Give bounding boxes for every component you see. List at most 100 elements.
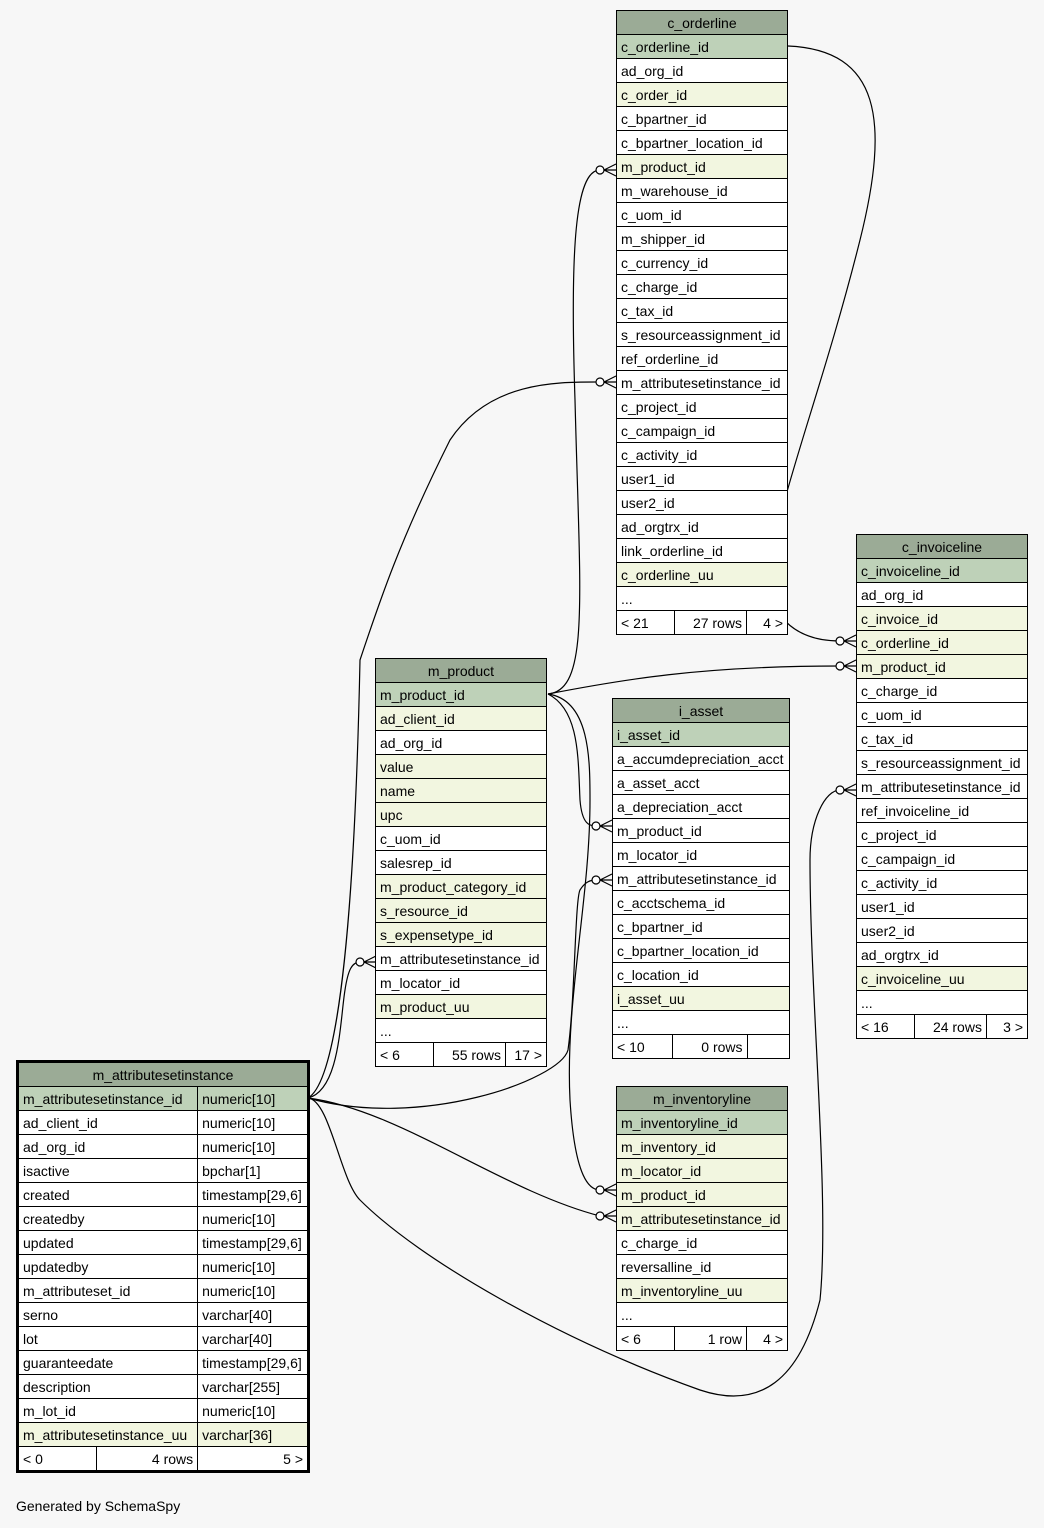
column-row[interactable]: m_product_uu <box>375 994 547 1019</box>
column-row[interactable]: c_charge_id <box>856 678 1028 703</box>
column-row[interactable]: ... <box>612 1010 790 1035</box>
column-row[interactable]: c_uom_id <box>856 702 1028 727</box>
column-row[interactable]: c_activity_id <box>616 442 788 467</box>
column-row[interactable]: ad_orgtrx_id <box>616 514 788 539</box>
column-row[interactable]: m_locator_id <box>612 842 790 867</box>
column-row[interactable]: m_inventoryline_uu <box>616 1278 788 1303</box>
column-row[interactable]: m_locator_id <box>616 1158 788 1183</box>
parents-link[interactable]: < 16 <box>855 1014 916 1039</box>
column-row[interactable]: c_tax_id <box>616 298 788 323</box>
column-row[interactable]: c_tax_id <box>856 726 1028 751</box>
column-row[interactable]: m_inventory_id <box>616 1134 788 1159</box>
children-link[interactable]: 3 > <box>985 1014 1029 1039</box>
parents-link[interactable]: < 6 <box>374 1042 435 1067</box>
column-row[interactable]: c_acctschema_id <box>612 890 790 915</box>
column-row[interactable]: ad_org_id <box>616 58 788 83</box>
column-row[interactable]: c_invoice_id <box>856 606 1028 631</box>
column-row[interactable]: ad_org_id <box>856 582 1028 607</box>
column-row[interactable]: m_product_id <box>616 154 788 179</box>
column-row[interactable]: c_orderline_uu <box>616 562 788 587</box>
column-row[interactable]: a_depreciation_acct <box>612 794 790 819</box>
column-row[interactable]: user2_id <box>856 918 1028 943</box>
column-row[interactable]: c_currency_id <box>616 250 788 275</box>
table-header[interactable]: m_product <box>375 658 547 683</box>
column-row[interactable]: c_orderline_id <box>856 630 1028 655</box>
parents-link[interactable]: < 21 <box>615 610 676 635</box>
column-row[interactable]: upc <box>375 802 547 827</box>
column-row[interactable]: m_product_id <box>612 818 790 843</box>
column-row[interactable]: ... <box>375 1018 547 1043</box>
column-row[interactable]: m_locator_id <box>375 970 547 995</box>
children-link[interactable]: 5 > <box>197 1446 308 1471</box>
column-row[interactable]: ad_client_id <box>375 706 547 731</box>
column-row[interactable]: c_charge_id <box>616 274 788 299</box>
column-row[interactable]: user1_id <box>856 894 1028 919</box>
column-row[interactable]: m_product_id <box>856 654 1028 679</box>
column-row[interactable]: s_expensetype_id <box>375 922 547 947</box>
column-row[interactable]: i_asset_uu <box>612 986 790 1011</box>
column-row[interactable]: m_attributesetinstance_id <box>375 946 547 971</box>
column-row[interactable]: m_shipper_id <box>616 226 788 251</box>
table-header[interactable]: m_attributesetinstance <box>18 1062 308 1087</box>
parents-link[interactable]: < 0 <box>18 1446 97 1471</box>
column-row[interactable]: ref_invoiceline_id <box>856 798 1028 823</box>
column-row[interactable]: user1_id <box>616 466 788 491</box>
column-row[interactable]: c_orderline_id <box>616 34 788 59</box>
column-row[interactable]: c_bpartner_id <box>616 106 788 131</box>
column-row[interactable]: c_bpartner_location_id <box>616 130 788 155</box>
column-row[interactable]: m_product_id <box>616 1182 788 1207</box>
column-row[interactable]: c_order_id <box>616 82 788 107</box>
column-row[interactable]: a_accumdepreciation_acct <box>612 746 790 771</box>
column-row[interactable]: c_invoiceline_uu <box>856 966 1028 991</box>
children-link[interactable]: 17 > <box>504 1042 548 1067</box>
column-row[interactable]: c_uom_id <box>375 826 547 851</box>
column-row[interactable]: name <box>375 778 547 803</box>
column-row[interactable]: ref_orderline_id <box>616 346 788 371</box>
column-row[interactable]: a_asset_acct <box>612 770 790 795</box>
table-header[interactable]: c_orderline <box>616 10 788 35</box>
column-row[interactable]: c_campaign_id <box>856 846 1028 871</box>
column-row[interactable]: c_project_id <box>856 822 1028 847</box>
table-header[interactable]: c_invoiceline <box>856 534 1028 559</box>
column-row[interactable]: c_uom_id <box>616 202 788 227</box>
column-row[interactable]: c_charge_id <box>616 1230 788 1255</box>
column-row[interactable]: ... <box>616 586 788 611</box>
column-row[interactable]: c_location_id <box>612 962 790 987</box>
column-row[interactable]: ad_orgtrx_id <box>856 942 1028 967</box>
column-row[interactable]: m_product_category_id <box>375 874 547 899</box>
column-row[interactable]: salesrep_id <box>375 850 547 875</box>
column-row[interactable]: c_activity_id <box>856 870 1028 895</box>
column-row[interactable]: reversalline_id <box>616 1254 788 1279</box>
column-row[interactable]: m_attributesetinstance_id <box>856 774 1028 799</box>
column-row[interactable]: s_resourceassignment_id <box>616 322 788 347</box>
column-row[interactable]: user2_id <box>616 490 788 515</box>
parents-link[interactable]: < 10 <box>611 1034 674 1059</box>
column-row[interactable]: m_attributesetinstance_id <box>616 370 788 395</box>
column-row[interactable]: ... <box>616 1302 788 1327</box>
children-link[interactable]: 4 > <box>745 610 789 635</box>
column-row[interactable]: m_warehouse_id <box>616 178 788 203</box>
column-row[interactable]: c_project_id <box>616 394 788 419</box>
column-row[interactable]: c_invoiceline_id <box>856 558 1028 583</box>
column-row[interactable]: link_orderline_id <box>616 538 788 563</box>
column-row[interactable]: value <box>375 754 547 779</box>
column-row[interactable]: ... <box>856 990 1028 1015</box>
